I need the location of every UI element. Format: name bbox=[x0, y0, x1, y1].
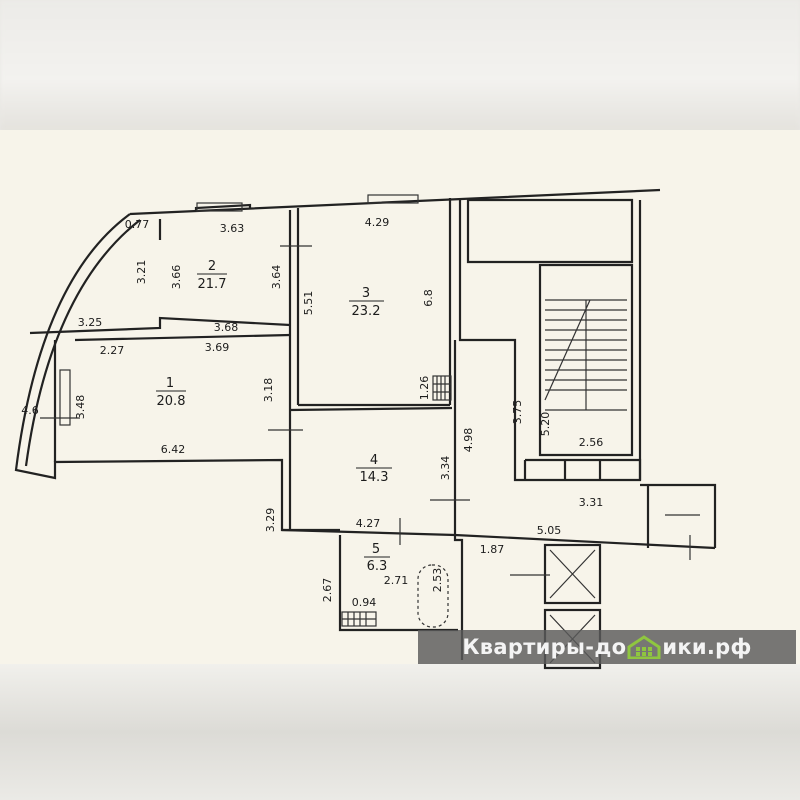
dim: 3.25 bbox=[78, 316, 103, 329]
dim: 6.8 bbox=[422, 289, 435, 307]
stairs bbox=[544, 299, 627, 411]
dim: 3.63 bbox=[220, 222, 245, 235]
room-area: 14.3 bbox=[360, 470, 389, 485]
watermark-right: ики.рф bbox=[662, 635, 752, 659]
dim: 3.68 bbox=[214, 321, 239, 334]
room-number: 4 bbox=[370, 453, 378, 468]
dim: 2.67 bbox=[321, 578, 334, 603]
dim: 4.98 bbox=[462, 428, 475, 453]
blurred-bottom-area bbox=[0, 664, 800, 800]
watermark: Квартиры-до ики.рф bbox=[418, 630, 796, 664]
dim: 4.29 bbox=[365, 216, 390, 229]
dim: 5.05 bbox=[537, 524, 562, 537]
dim: 1.26 bbox=[418, 376, 431, 401]
room-number: 1 bbox=[166, 376, 174, 391]
room-area: 20.8 bbox=[157, 394, 186, 409]
outer-wall bbox=[14, 188, 661, 532]
room-labels: 1 20.8 2 21.7 3 23.2 4 14.3 5 6.3 bbox=[156, 259, 392, 574]
room-number: 5 bbox=[372, 542, 380, 557]
plan-sheet bbox=[0, 130, 800, 666]
dim: 3.31 bbox=[579, 496, 604, 509]
dim: 0.77 bbox=[125, 218, 150, 231]
dim: 3.64 bbox=[270, 265, 283, 290]
wall bbox=[29, 316, 291, 462]
dim: 2.71 bbox=[384, 574, 409, 587]
dim: 4.6 bbox=[21, 404, 39, 417]
house-icon bbox=[627, 635, 661, 659]
curve-inner-wall bbox=[24, 219, 141, 467]
wall bbox=[288, 208, 300, 530]
dim: 3.75 bbox=[511, 400, 524, 425]
stairwell bbox=[466, 198, 634, 457]
dim: 3.69 bbox=[205, 341, 230, 354]
dim: 5.20 bbox=[539, 412, 552, 437]
dim: 3.21 bbox=[135, 260, 148, 285]
dimension-labels: 0.77 3.63 4.29 3.21 3.66 3.64 5.51 6.8 3… bbox=[21, 216, 603, 609]
room-number: 3 bbox=[362, 286, 370, 301]
wall bbox=[158, 203, 252, 240]
dim: 3.18 bbox=[262, 378, 275, 403]
dim: 2.27 bbox=[100, 344, 125, 357]
dim: 5.51 bbox=[302, 291, 315, 316]
dim: 6.42 bbox=[161, 443, 186, 456]
room-area: 21.7 bbox=[198, 277, 227, 292]
blurred-top-area bbox=[0, 0, 800, 132]
dim: 0.94 bbox=[352, 596, 377, 609]
room-area: 6.3 bbox=[367, 559, 388, 574]
wall bbox=[523, 458, 642, 480]
wall bbox=[640, 483, 717, 548]
wall bbox=[453, 340, 464, 660]
dim: 2.56 bbox=[579, 436, 604, 449]
wall bbox=[289, 403, 453, 412]
dim: 1.87 bbox=[480, 543, 505, 556]
door-marks bbox=[40, 245, 700, 576]
watermark-left: Квартиры-до bbox=[462, 635, 627, 659]
dim: 3.29 bbox=[264, 508, 277, 533]
radiator bbox=[341, 375, 452, 627]
dim: 3.66 bbox=[170, 265, 183, 290]
wall bbox=[448, 198, 642, 482]
dim: 4.27 bbox=[356, 517, 381, 530]
bathtub bbox=[417, 564, 449, 628]
dim: 2.53 bbox=[431, 568, 444, 593]
room-number: 2 bbox=[208, 259, 216, 274]
dim: 3.34 bbox=[439, 456, 452, 481]
window bbox=[59, 194, 419, 426]
room-area: 23.2 bbox=[352, 304, 381, 319]
dim: 3.48 bbox=[74, 395, 87, 420]
